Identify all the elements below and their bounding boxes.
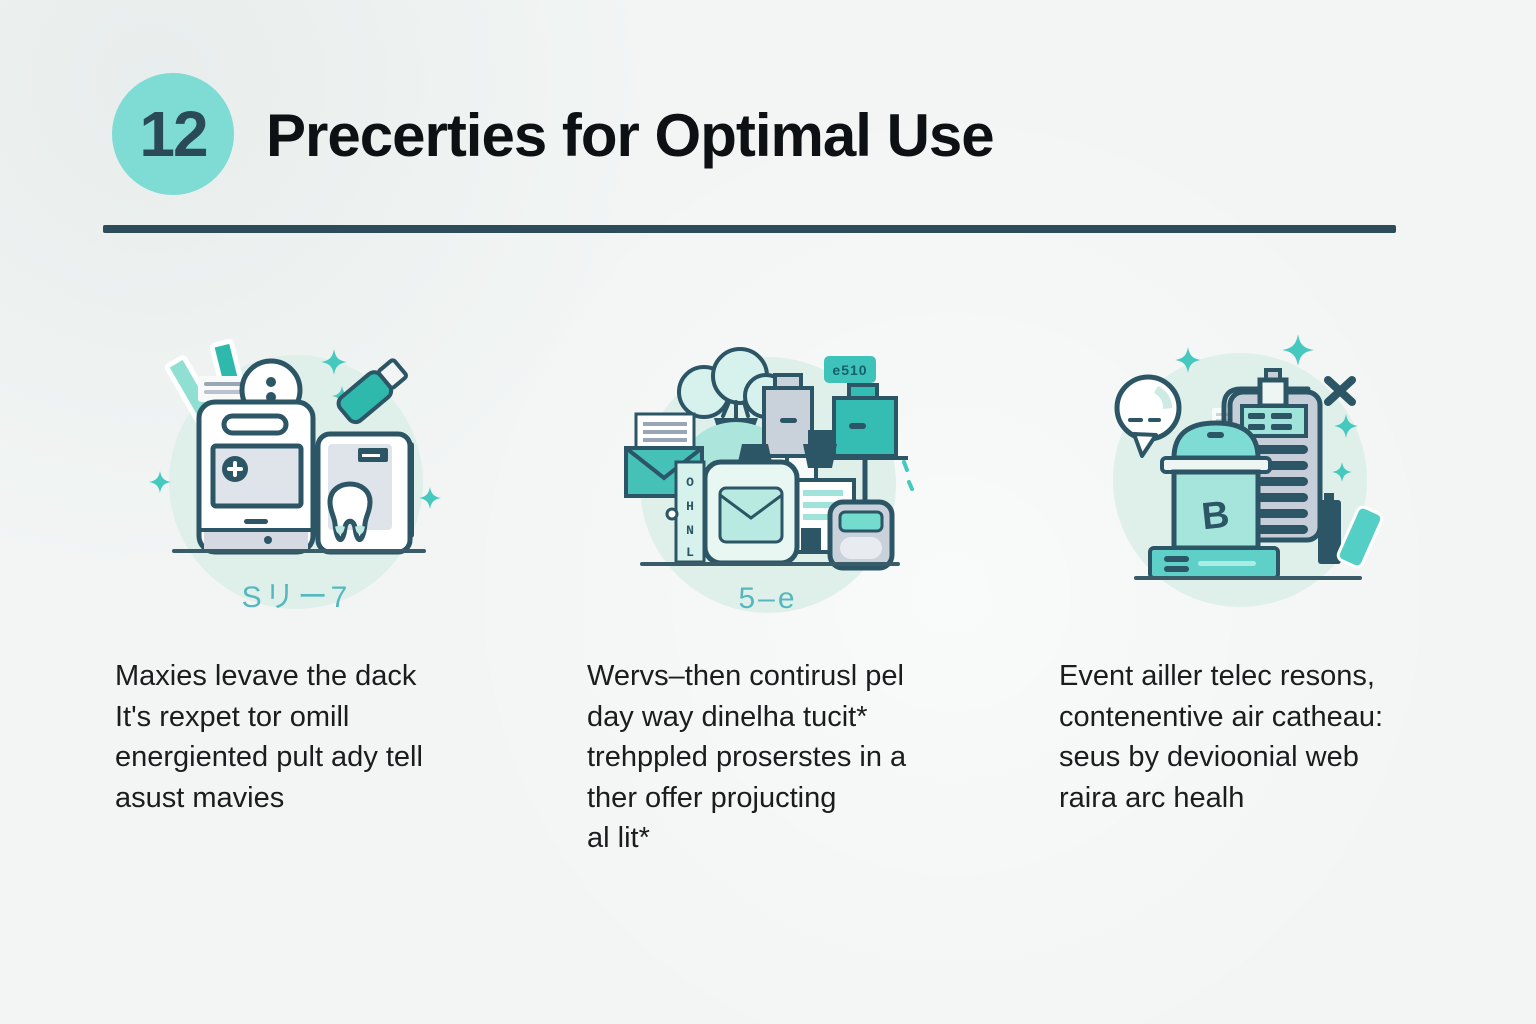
text-line: trehppled proserstes in a: [587, 741, 907, 773]
text-line: It's rexpet tor omill: [115, 700, 350, 733]
text-line: Wervs–then contirusl pel: [587, 660, 905, 692]
products-illustration: e510 O H N: [618, 330, 918, 630]
text-line: asust mavies: [115, 781, 285, 814]
illustration-caption: Sリー7: [241, 581, 351, 614]
dental-device-illustration: Sリー7: [146, 330, 446, 630]
text-line: contenentive air catheau:: [1059, 700, 1384, 733]
vertical-label-char: L: [686, 545, 694, 560]
text-line: al lit*: [587, 822, 650, 854]
teal-card-icon: [1336, 505, 1384, 569]
main-device-icon: [196, 399, 316, 555]
jug-icon: [702, 444, 800, 566]
speech-bubble-icon: [1114, 374, 1182, 458]
usb-drive-icon: [336, 358, 408, 425]
header-divider: [103, 225, 1396, 233]
handheld-device-icon: [827, 499, 895, 571]
illustration-caption: 5–e: [738, 582, 798, 615]
text-line: raira arc healh: [1059, 781, 1245, 814]
battery-icon: [1318, 493, 1341, 564]
tick-marks: [902, 460, 914, 491]
badge-number: 12: [139, 98, 208, 170]
dental-device-icon: [149, 339, 441, 609]
description-text: Maxies levave the dack It's rexpet tor o…: [115, 656, 477, 818]
price-badge-icon: e510: [824, 356, 876, 383]
column-dental-device: Sリー7 Maxies levave the dack It's rexpet …: [115, 330, 477, 859]
description-text: Wervs–then contirusl pel day way dinelha…: [587, 656, 949, 859]
price-badge-label: e510: [832, 362, 867, 378]
bin-letter: B: [1200, 494, 1232, 539]
text-line: Maxies levave the dack: [115, 660, 417, 692]
number-badge: 12: [112, 73, 234, 195]
bin-checklist-illustration: B: [1090, 330, 1390, 630]
columns-grid: Sリー7 Maxies levave the dack It's rexpet …: [115, 330, 1421, 859]
text-line: ther offer projucting: [587, 781, 837, 814]
description-text: Event ailler telec resons, contenentive …: [1059, 656, 1421, 818]
column-bin-checklist: B Event ailler telec resons, contenentiv…: [1059, 330, 1421, 859]
text-line: seus by devioonial web: [1059, 741, 1359, 773]
vertical-label-char: N: [686, 523, 694, 538]
column-products: e510 O H N: [587, 330, 949, 859]
gray-container-icon: [762, 373, 814, 460]
page-title: Precerties for Optimal Use: [266, 102, 995, 169]
x-mark-icon: [1324, 376, 1356, 406]
vertical-label-char: H: [686, 499, 694, 514]
text-line: Event ailler telec resons,: [1059, 660, 1375, 692]
sparkles-icon: [1175, 334, 1358, 482]
text-line: energiented pult ady tell: [115, 741, 423, 773]
vertical-label-char: O: [686, 475, 694, 490]
tooth-icon: [327, 481, 373, 542]
products-icon: e510 O H N: [624, 347, 914, 613]
text-line: day way dinelha tucit*: [587, 700, 868, 733]
bin-checklist-icon: B: [1113, 334, 1384, 607]
